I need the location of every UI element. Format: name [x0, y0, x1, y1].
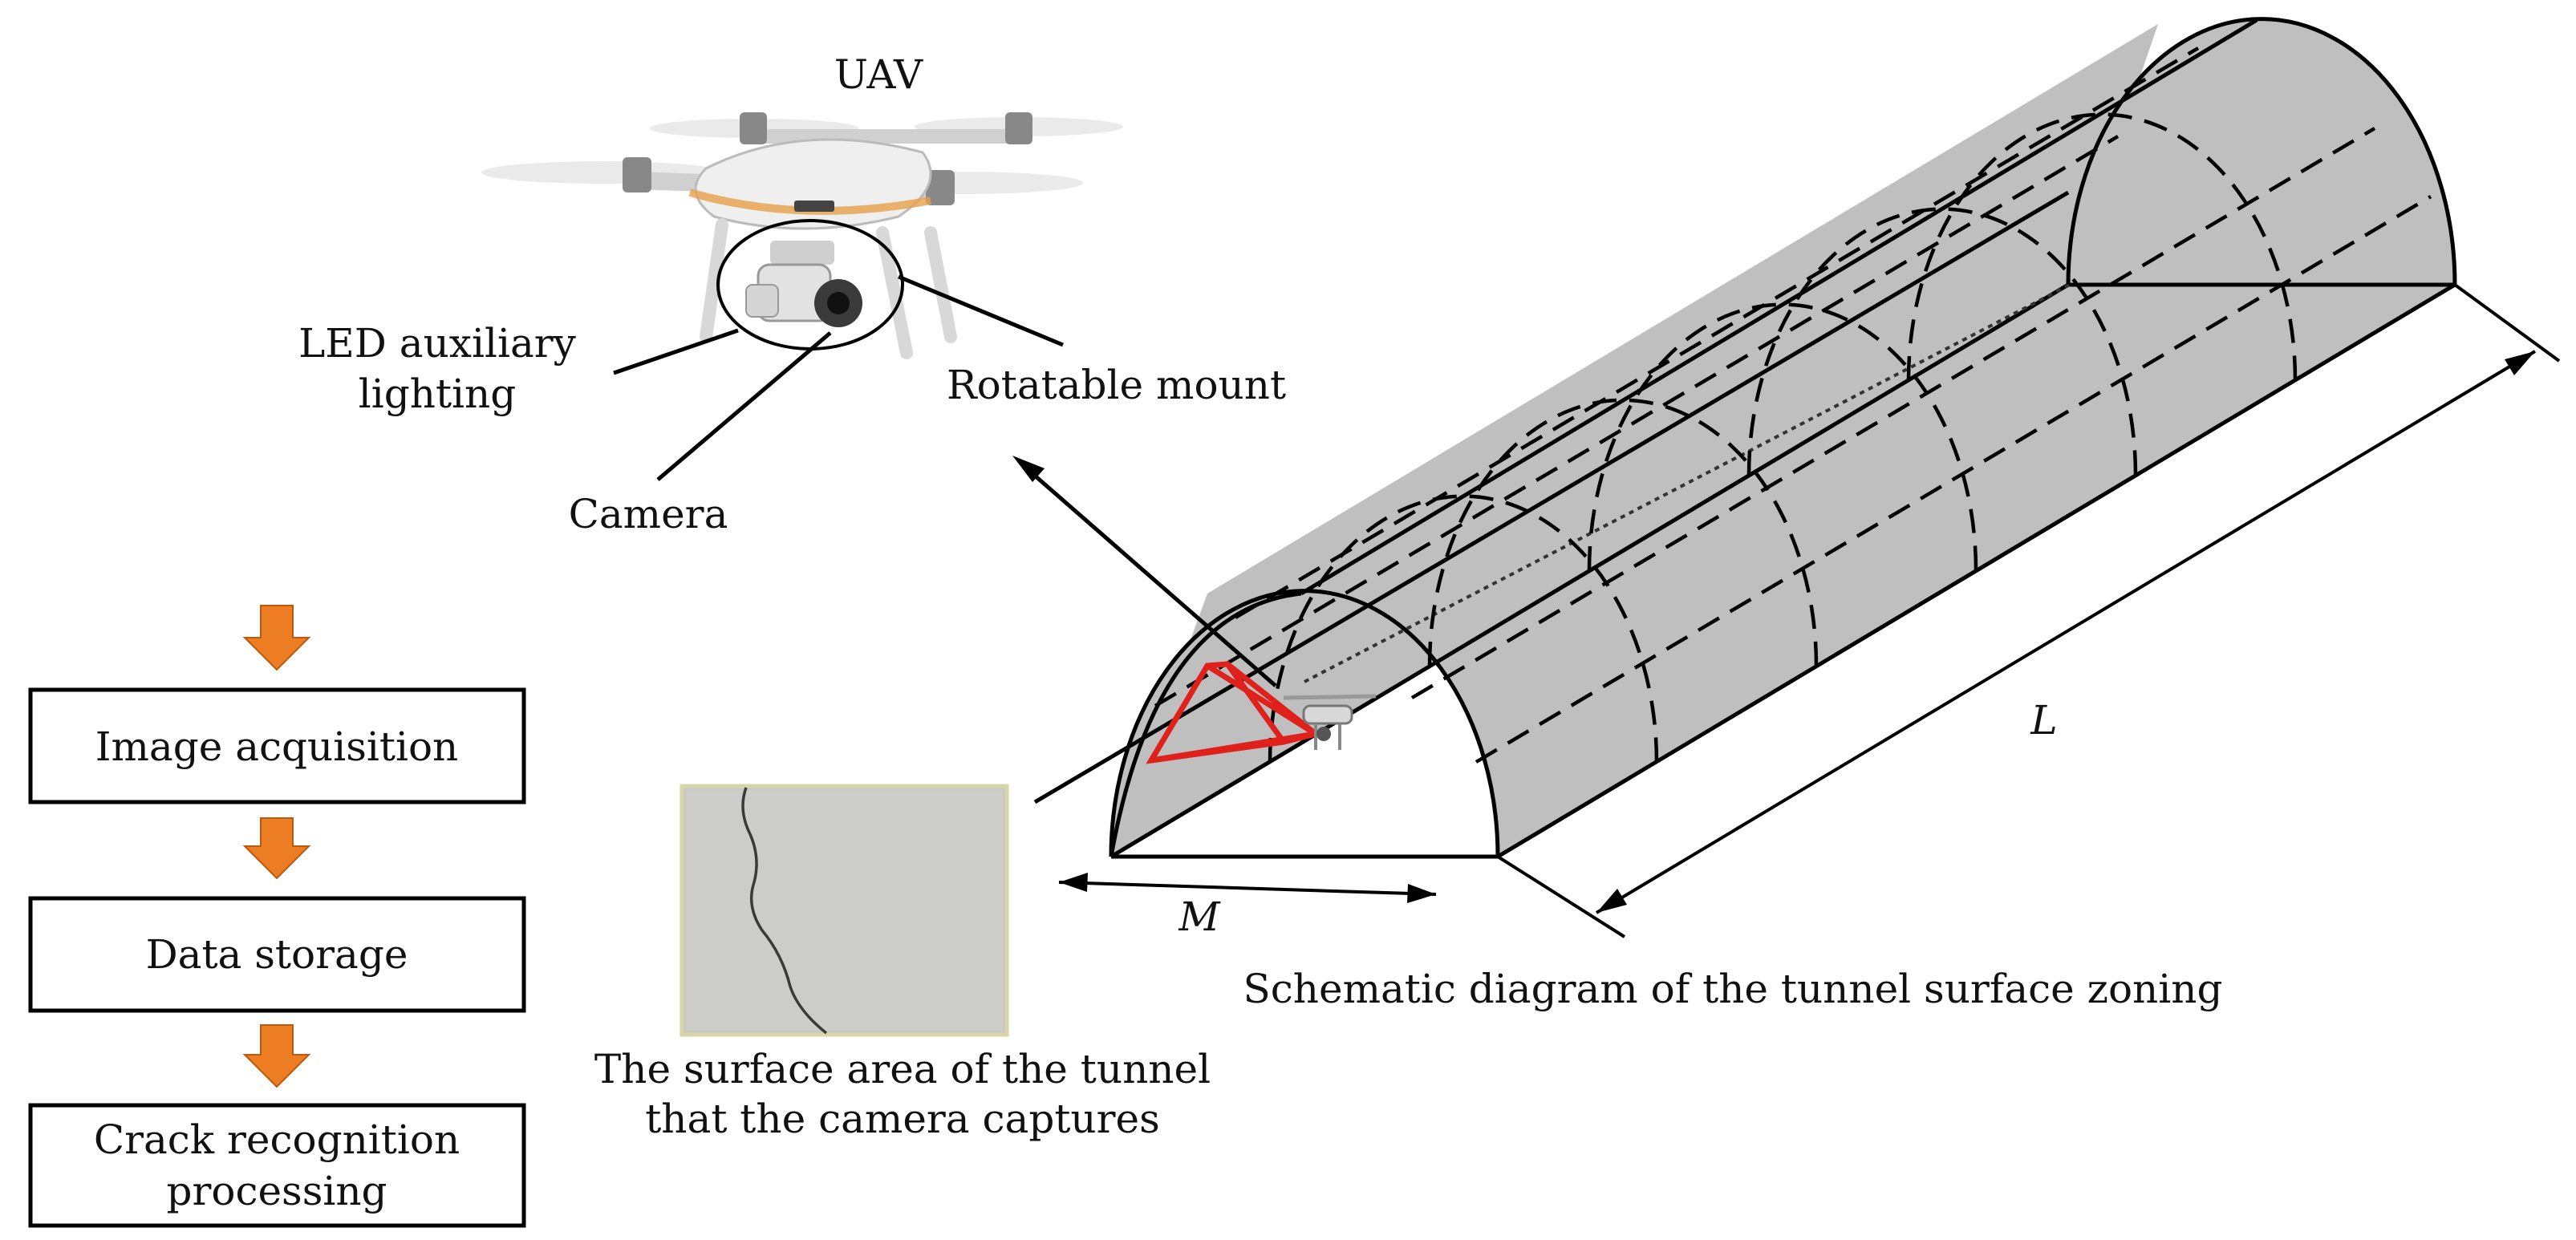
flow-step-box [28, 896, 526, 1013]
led-leader-line [613, 328, 739, 375]
flow-step-box [28, 687, 526, 804]
tunnel-zone-arch [1427, 398, 1819, 667]
crack-line [741, 787, 828, 1035]
width-dimension-arrow-left [1059, 873, 1088, 892]
mount-label: Rotatable mount [947, 362, 1286, 408]
tunnel-zone-arch [1268, 494, 1659, 763]
flow-step-box [28, 1103, 526, 1228]
tunnel-zone-line [1410, 127, 2376, 699]
camera-leader-line [656, 331, 832, 481]
tunnel-zone-line [1154, 135, 2120, 707]
flow-arrow [242, 1024, 311, 1088]
tunnel-back-arch [2066, 17, 2457, 286]
tunnel-zone-arch [1746, 207, 2138, 476]
width-dimension-line [1058, 881, 1437, 896]
flow-arrow [242, 605, 311, 671]
width-label: M [1178, 894, 1221, 940]
camera-capture-area [1146, 661, 1322, 764]
uav-illustration: UAV LED auxiliary lighting Rotatable mou… [298, 51, 1286, 537]
flow-step-crack-recognition: Crack recognition [94, 1116, 460, 1163]
length-extension-far [2453, 283, 2561, 363]
tunnel-caption: Schematic diagram of the tunnel surface … [1243, 966, 2223, 1012]
process-flowchart: Image acquisition Data storage Crack rec… [28, 605, 526, 1228]
length-label: L [2030, 697, 2057, 744]
tunnel-left-outline [1109, 591, 1302, 857]
tunnel-diagram: M L Schematic diagram of the tunnel surf… [1033, 17, 2561, 1012]
flow-arrow [242, 817, 311, 880]
flow-step-crack-recognition-line2: processing [166, 1168, 387, 1214]
uav-pointer-line [1021, 464, 1277, 687]
uav-title: UAV [834, 51, 923, 98]
length-extension-near [1496, 855, 1626, 938]
flow-step-data-storage: Data storage [146, 931, 408, 978]
mount-leader-line [898, 274, 1064, 347]
uav-pointer-arrowhead [1012, 456, 1045, 482]
small-uav-icon [1283, 694, 1377, 750]
flow-step-image-acquisition: Image acquisition [95, 723, 459, 770]
width-dimension-arrow-right [1407, 884, 1436, 903]
tunnel-axis-line [1033, 190, 2070, 804]
length-dimension-arrow-near [1596, 889, 1627, 913]
crack-photo: The surface area of the tunnel that the … [594, 784, 1211, 1142]
photo-caption-line1: The surface area of the tunnel [594, 1046, 1211, 1092]
tunnel-zone-line [1475, 195, 2432, 764]
led-label: LED auxiliary [298, 320, 577, 367]
tunnel-zone-arch [1587, 302, 1978, 571]
length-dimension-arrow-far [2505, 351, 2535, 375]
tunnel-top-fill [1111, 24, 2158, 857]
tunnel-zone-arch [1906, 112, 2298, 381]
camera-label: Camera [569, 491, 728, 537]
tunnel-zone-line [1234, 47, 2200, 619]
led-label-line2: lighting [359, 371, 516, 417]
length-dimension-line [1595, 350, 2537, 914]
photo-caption-line2: that the camera captures [645, 1096, 1160, 1142]
tunnel-top-ridge [1300, 18, 2258, 596]
